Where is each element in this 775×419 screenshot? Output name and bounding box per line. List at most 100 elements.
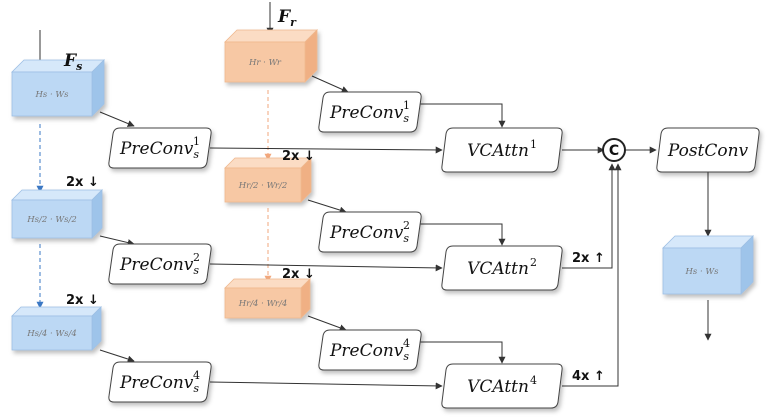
input-fr-label-sub: r — [290, 16, 297, 29]
scale-down-s1: 2x ↓ — [66, 175, 99, 190]
vcattn1-node-sup: 1 — [530, 138, 537, 151]
edge-r1-preconv — [311, 75, 349, 93]
preconv-s2-node-label: PreConvs2 — [119, 251, 200, 277]
postconv-node-main: PostConv — [667, 141, 749, 161]
preconv-s4-node-label: PreConvs4 — [119, 369, 200, 395]
feature-block-r2-label: Hr/2 · Wr/2 — [238, 181, 288, 191]
feature-block-s4 — [11, 306, 102, 351]
preconv-r4-node-label: PreConvs4 — [329, 337, 410, 363]
input-fr-label-main: F — [277, 7, 292, 27]
concat-circle — [602, 138, 626, 162]
input-fr-label: Fr — [277, 7, 297, 29]
feature-block-r1 — [224, 29, 318, 83]
feature-block-s1-label: Hs · Ws — [35, 90, 70, 100]
preconv-r2-node-box — [318, 211, 422, 253]
feature-block-s2 — [11, 189, 103, 239]
preconv-s4-node-box — [108, 361, 212, 403]
edge-preconv-s4-vcattn4 — [209, 381, 443, 390]
edges — [36, 2, 712, 390]
preconv-r4-node-main: PreConv — [329, 341, 404, 361]
preconv-s4-node: PreConvs4 — [108, 361, 212, 403]
vcattn2-node: VCAttn2 — [441, 245, 563, 291]
feature-block-s2-label: Hs/2 · Ws/2 — [26, 215, 77, 225]
edge-vcattn4-concat — [562, 163, 622, 387]
vcattn1-node-box — [441, 127, 563, 173]
preconv-r1-node-sub: s — [403, 112, 409, 125]
feature-block-output-label: Hs · Ws — [685, 267, 720, 277]
vcattn2-node-main: VCAttn — [467, 259, 529, 279]
preconv-r2-node-label: PreConvs2 — [329, 219, 410, 245]
preconv-s1-node-main: PreConv — [119, 139, 194, 159]
vcattn4-node-main: VCAttn — [467, 377, 529, 397]
preconv-r4-node: PreConvs4 — [318, 329, 422, 371]
preconv-r1-node-box — [318, 91, 422, 133]
concat-operator: C — [602, 138, 626, 162]
scale-up2: 2x ↑ — [572, 251, 605, 266]
preconv-r2-node-sup: 2 — [403, 219, 410, 232]
preconv-s1-node-sub: s — [193, 148, 199, 161]
scale-up4: 4x ↑ — [572, 369, 605, 384]
module-nodes: PreConvs1PreConvs2PreConvs4PreConvs1PreC… — [108, 91, 760, 409]
feature-block-r4-front-face — [224, 287, 302, 319]
feature-block-s2-top-face — [11, 189, 103, 201]
edge-preconv-s2-vcattn2 — [209, 263, 443, 272]
feature-block-s1-front-face — [11, 71, 93, 117]
vcattn1-node-main: VCAttn — [467, 141, 529, 161]
preconv-s2-node: PreConvs2 — [108, 243, 212, 285]
preconv-s1-node-label: PreConvs1 — [119, 135, 200, 161]
edge-preconv-r4-vcattn4 — [420, 341, 506, 364]
vcattn2-node-label: VCAttn2 — [467, 256, 537, 279]
edge-preconv-r2-vcattn2 — [420, 223, 506, 246]
preconv-r1-node-label: PreConvs1 — [329, 99, 410, 125]
feature-block-r2-front-face — [224, 167, 302, 203]
preconv-s2-node-sup: 2 — [193, 251, 200, 264]
edge-s4-preconv — [99, 349, 135, 363]
feature-block-r4 — [224, 278, 311, 319]
feature-block-s1-top-face — [11, 59, 105, 73]
vcattn4-node-box — [441, 363, 563, 409]
scale-down-r2: 2x ↓ — [282, 267, 315, 282]
edge-vcattn2-concat — [562, 163, 616, 269]
postconv-node: PostConv — [656, 127, 760, 173]
vcattn4-node-sup: 4 — [530, 374, 537, 387]
preconv-r1-node-main: PreConv — [329, 103, 404, 123]
feature-block-output-front-face — [662, 247, 742, 295]
vcattn1-node: VCAttn1 — [441, 127, 563, 173]
feature-block-r4-label: Hr/4 · Wr/4 — [238, 299, 288, 309]
preconv-r4-node-sub: s — [403, 350, 409, 363]
feature-block-output — [662, 235, 754, 295]
preconv-r2-node: PreConvs2 — [318, 211, 422, 253]
preconv-r4-node-box — [318, 329, 422, 371]
preconv-s1-node: PreConvs1 — [108, 127, 212, 169]
feature-block-s4-top-face — [11, 306, 102, 317]
preconv-s1-node-box — [108, 127, 212, 169]
edge-r4-preconv — [307, 315, 347, 332]
preconv-r2-node-sub: s — [403, 232, 409, 245]
feature-block-s4-front-face — [11, 315, 93, 351]
edge-preconv-s1-vcattn1 — [209, 146, 443, 154]
preconv-r4-node-sup: 4 — [403, 337, 410, 350]
edge-r2-preconv — [307, 199, 347, 214]
edge-preconv-r1-vcattn1 — [420, 103, 506, 128]
feature-block-r1-top-face — [224, 29, 318, 43]
edge-s1-preconv — [99, 111, 135, 127]
preconv-r1-node: PreConvs1 — [318, 91, 422, 133]
preconv-s2-node-box — [108, 243, 212, 285]
feature-block-s4-label: Hs/4 · Ws/4 — [26, 329, 77, 339]
vcattn2-node-box — [441, 245, 563, 291]
vcattn2-node-sup: 2 — [530, 256, 537, 269]
input-fs-label-sub: s — [76, 60, 82, 73]
feature-blocks — [11, 29, 754, 351]
postconv-node-box — [656, 127, 760, 173]
input-fs-label-main: F — [63, 51, 78, 71]
vcattn4-node: VCAttn4 — [441, 363, 563, 409]
feature-block-s2-front-face — [11, 199, 93, 239]
feature-block-s1 — [11, 59, 105, 117]
preconv-s4-node-sub: s — [193, 382, 199, 395]
preconv-s2-node-sub: s — [193, 264, 199, 277]
preconv-r2-node-main: PreConv — [329, 223, 404, 243]
preconv-s2-node-main: PreConv — [119, 255, 194, 275]
preconv-r1-node-sup: 1 — [403, 99, 410, 112]
